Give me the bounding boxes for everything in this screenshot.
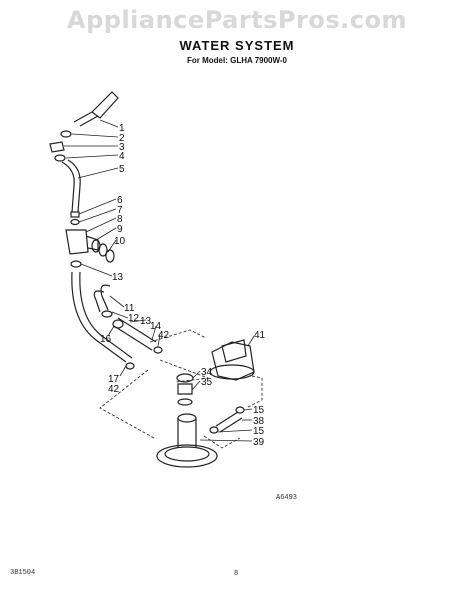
callout-34: 34 — [201, 367, 213, 378]
callout-13-lower: 13 — [140, 316, 152, 327]
callout-17: 17 — [108, 374, 120, 385]
callout-11: 11 — [124, 303, 135, 314]
clamp-part-15a — [235, 406, 245, 414]
callout-10: 10 — [114, 236, 126, 247]
callout-4: 4 — [119, 151, 125, 162]
callout-12: 12 — [128, 313, 140, 324]
callout-3: 3 — [119, 142, 125, 153]
callout-41: 41 — [254, 330, 266, 341]
hose-part-14 — [113, 317, 157, 351]
hose-part-38 — [215, 411, 243, 433]
diagram-code: A6493 — [276, 494, 298, 502]
callout-5: 5 — [119, 164, 125, 175]
callout-9: 9 — [117, 224, 123, 235]
hose-part-11 — [93, 284, 111, 313]
hose-part-17 — [71, 271, 133, 363]
guide-line-lower — [203, 435, 241, 449]
washer-part-10b — [105, 249, 115, 263]
callout-7: 7 — [117, 205, 123, 216]
tower-top — [177, 413, 197, 423]
clamp-part-42-low — [125, 362, 135, 370]
callout-labels: 1 2 3 4 5 6 7 8 9 10 13 11 12 13 14 42 1… — [100, 123, 266, 448]
clamp-part-11 — [101, 310, 113, 318]
callout-15-lower: 15 — [253, 426, 265, 437]
seal-part-34 — [176, 373, 194, 383]
valve-part-8 — [65, 229, 89, 255]
guide-line-left — [99, 369, 155, 439]
pump-motor — [221, 339, 247, 363]
elbow-part-3 — [49, 141, 65, 153]
hose-part-1 — [91, 91, 119, 119]
model-subtitle: For Model: GLHA 7900W-0 — [187, 56, 287, 65]
callout-16: 16 — [100, 334, 112, 345]
callout-1: 1 — [119, 123, 125, 134]
callout-39: 39 — [253, 437, 265, 448]
callout-14: 14 — [150, 321, 162, 332]
clamp-part-16 — [112, 319, 124, 329]
ring-part-7 — [70, 218, 80, 226]
callout-6: 6 — [117, 195, 123, 206]
guide-line-upper — [149, 329, 207, 343]
ring-part-13 — [70, 260, 82, 268]
page-number: 8 — [234, 570, 239, 578]
ring-part-35 — [177, 398, 193, 406]
pump-base — [209, 364, 255, 380]
callout-15-upper: 15 — [253, 405, 265, 416]
washer-part-10a — [98, 243, 108, 257]
ring-part-6 — [70, 211, 80, 218]
clamp-part-42-mid — [153, 346, 163, 354]
callout-8: 8 — [117, 214, 123, 225]
tower-part-39 — [177, 418, 197, 448]
seal-part-35 — [177, 383, 193, 395]
callout-2: 2 — [119, 133, 125, 144]
pump-part-41 — [211, 341, 255, 381]
hose-part-1-body — [73, 111, 99, 127]
clamp-part-2 — [60, 130, 72, 138]
tube-part-5 — [61, 159, 81, 213]
page-title: WATER SYSTEM — [179, 38, 295, 53]
callout-35: 35 — [201, 377, 213, 388]
clamp-part-4 — [54, 154, 66, 162]
clamp-part-15b — [209, 426, 219, 434]
guide-line-right — [245, 375, 263, 409]
callout-38: 38 — [253, 416, 265, 427]
callout-42-low: 42 — [108, 384, 120, 395]
guide-line-mid — [159, 359, 209, 383]
callout-42-mid: 42 — [158, 330, 170, 341]
watermark: AppliancePartsPros.com — [67, 6, 407, 34]
sump-base-inner — [164, 446, 210, 462]
sump-base-part-39 — [156, 444, 218, 468]
footer-left-code: 3B1504 — [10, 569, 36, 577]
leader-lines — [64, 119, 255, 442]
callout-13-upper: 13 — [112, 272, 124, 283]
